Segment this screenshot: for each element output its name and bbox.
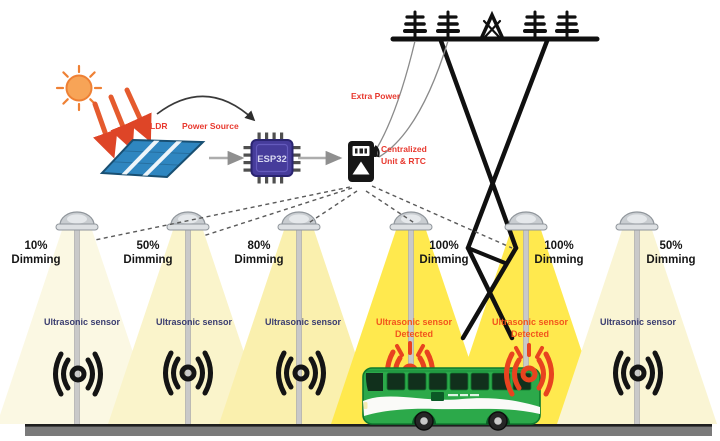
detected-text: Detected [510, 328, 549, 339]
control-dashed-line-1 [94, 186, 351, 241]
ultrasonic-sensor-icon-1 [53, 351, 103, 397]
ultrasonic-sensor-icon-2 [163, 350, 213, 396]
dimming-percent: 100% [429, 240, 459, 252]
ultrasonic-sensor-text: Ultrasonic sensor [491, 317, 569, 327]
street-lamp-3 [277, 211, 321, 426]
power-source-label: Power Source [182, 121, 239, 131]
ultrasonic-sensor-label-3: Ultrasonic sensor [264, 317, 342, 327]
centralized-unit-label-line2: Unit & RTC [381, 155, 426, 166]
dimming-label-3: 80% Dimming [215, 240, 303, 267]
control-links [94, 185, 513, 249]
dimming-word: Dimming [234, 253, 284, 266]
dimming-percent: 100% [544, 240, 574, 252]
dimming-word: Dimming [534, 253, 584, 266]
dimming-percent: 50% [659, 240, 683, 252]
esp32-pins [243, 132, 301, 184]
street-lamp-1 [55, 211, 99, 426]
tower-insulator [523, 10, 547, 41]
ultrasonic-sensor-text: Ultrasonic sensor [375, 317, 453, 327]
extra-power-label: Extra Power [351, 91, 401, 101]
control-dashed-line-4 [365, 190, 417, 225]
centralized-unit-label: Centralized Unit & RTC [381, 144, 427, 167]
extra-power-wire [378, 40, 449, 158]
bus-windshield [365, 373, 383, 391]
tower-brace [466, 246, 507, 265]
tower-peak [479, 10, 505, 41]
lamp-head-base [504, 223, 548, 231]
ultrasonic-sensor-label-6: Ultrasonic sensor [599, 317, 677, 327]
lamp-head-highlight [289, 214, 309, 224]
lamp-head-highlight [178, 214, 198, 224]
ldr-arc-arrow [156, 95, 256, 122]
centralized-unit-icon [348, 141, 380, 182]
lamp-head-highlight [627, 214, 647, 224]
lamp-head-base [166, 223, 210, 231]
dimming-label-2: 50% Dimming [104, 240, 192, 267]
tower-leg [465, 38, 550, 251]
sunlight-arrows [92, 87, 152, 159]
transmission-tower [390, 10, 600, 341]
tower-insulator [403, 10, 427, 41]
dimming-word: Dimming [11, 253, 61, 266]
bus-stripe [363, 396, 540, 416]
ultrasonic-sensor-label-5: Ultrasonic sensor Detected [468, 317, 592, 340]
ultrasonic-sensor-active-icon-5 [504, 343, 554, 397]
dimming-percent: 50% [136, 240, 160, 252]
dimming-word: Dimming [419, 253, 469, 266]
control-dashed-line-3 [306, 190, 358, 225]
lamp-head-highlight [516, 214, 536, 224]
detected-text: Detected [394, 328, 433, 339]
centralized-unit-label-line1: Centralized [381, 144, 427, 154]
street-lamp-5 [504, 211, 548, 426]
lamp-head-base [55, 223, 99, 231]
bus-headlight [363, 402, 368, 409]
ultrasonic-sensor-icon-6 [613, 350, 663, 396]
dimming-label-4: 100% Dimming [400, 240, 488, 267]
extra-power-wire [376, 40, 416, 149]
dimming-word: Dimming [123, 253, 173, 266]
tower-leg [465, 245, 515, 341]
dimming-percent: 80% [247, 240, 271, 252]
ultrasonic-sensor-label-4: Ultrasonic sensor Detected [352, 317, 476, 340]
street-lamp-6 [615, 211, 659, 426]
sun-icon [55, 64, 103, 112]
control-dashed-line-5 [371, 185, 513, 249]
unit-triangle [352, 161, 370, 175]
tower-insulator [555, 10, 579, 41]
road [25, 424, 712, 436]
dimming-label-5: 100% Dimming [515, 240, 603, 267]
solar-panel [99, 138, 206, 179]
dimming-percent: 10% [24, 240, 48, 252]
bus-side-plate [431, 392, 444, 401]
lamp-head-base [389, 223, 433, 231]
lamp-head-base [277, 223, 321, 231]
ldr-label: LDR [150, 121, 168, 131]
tower-insulator [436, 10, 460, 41]
lamp-head-base [615, 223, 659, 231]
ultrasonic-sensor-label-1: Ultrasonic sensor [43, 317, 121, 327]
ultrasonic-sensor-icon-3 [276, 350, 326, 396]
dimming-label-6: 50% Dimming [627, 240, 715, 267]
dimming-word: Dimming [646, 253, 696, 266]
esp32-label: ESP32 [257, 154, 287, 165]
dimming-label-1: 10% Dimming [0, 240, 80, 267]
control-dashed-line-2 [202, 187, 353, 237]
esp32-chip: ESP32 [243, 132, 301, 184]
ultrasonic-sensor-label-2: Ultrasonic sensor [155, 317, 233, 327]
lamp-head-highlight [67, 214, 87, 224]
tower-leg [438, 38, 519, 251]
